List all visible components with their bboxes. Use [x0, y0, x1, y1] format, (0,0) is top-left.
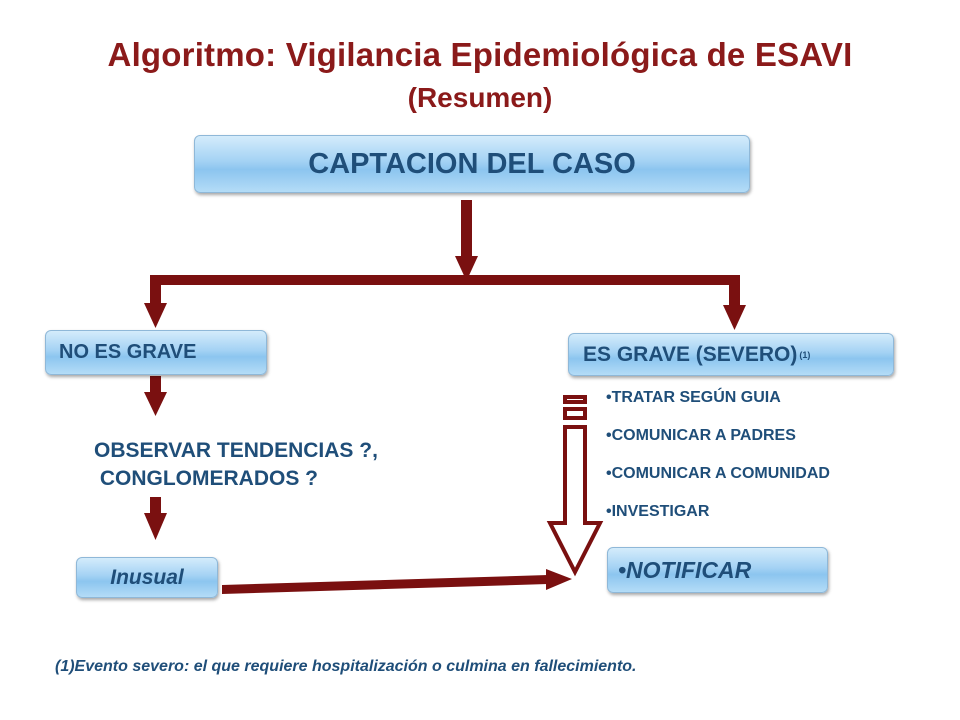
footnote: (1)Evento severo: el que requiere hospit…	[55, 658, 637, 675]
trunk-arrowhead	[455, 256, 478, 281]
observar-arrowhead	[144, 513, 167, 540]
action-item: •COMUNICAR A COMUNIDAD	[606, 465, 830, 482]
node-inusual-label: Inusual	[110, 565, 184, 589]
hollow-down-arrow	[546, 395, 604, 577]
footnote-reference: (1)	[799, 349, 811, 360]
inusual-arrowhead	[546, 569, 572, 590]
action-item: •INVESTIGAR	[606, 503, 710, 520]
no-grave-arrowhead	[144, 392, 167, 416]
node-inusual: Inusual	[76, 557, 218, 598]
right-branch-arrowhead	[723, 305, 746, 330]
diagram-title: Algoritmo: Vigilancia Epidemiológica de …	[107, 36, 853, 73]
node-captacion-del-caso: CAPTACION DEL CASO	[194, 135, 750, 193]
node-no-grave-label: NO ES GRAVE	[59, 341, 197, 363]
node-notificar: •NOTIFICAR	[607, 547, 828, 593]
left-branch-connector	[150, 275, 161, 305]
node-no-es-grave: NO ES GRAVE	[45, 330, 267, 375]
inusual-connector	[222, 575, 548, 594]
branch-connector	[150, 275, 740, 285]
diagram-subtitle: (Resumen)	[407, 82, 553, 113]
right-branch-connector	[729, 275, 740, 307]
node-es-grave: ES GRAVE (SEVERO)(1)	[568, 333, 894, 376]
node-grave-label: ES GRAVE (SEVERO)	[583, 342, 798, 366]
observar-connector	[150, 497, 161, 515]
no-grave-connector	[150, 376, 161, 394]
node-captacion-label: CAPTACION DEL CASO	[308, 147, 636, 180]
trunk-connector	[461, 200, 472, 258]
left-branch-arrowhead	[144, 303, 167, 328]
node-notificar-label: •NOTIFICAR	[618, 556, 752, 583]
action-item: •COMUNICAR A PADRES	[606, 427, 796, 444]
action-item: •TRATAR SEGÚN GUIA	[606, 389, 781, 406]
node-observar-tendencias: OBSERVAR TENDENCIAS ?, CONGLOMERADOS ?	[94, 439, 378, 490]
severe-actions-list: •TRATAR SEGÚN GUIA •COMUNICAR A PADRES •…	[606, 388, 830, 540]
